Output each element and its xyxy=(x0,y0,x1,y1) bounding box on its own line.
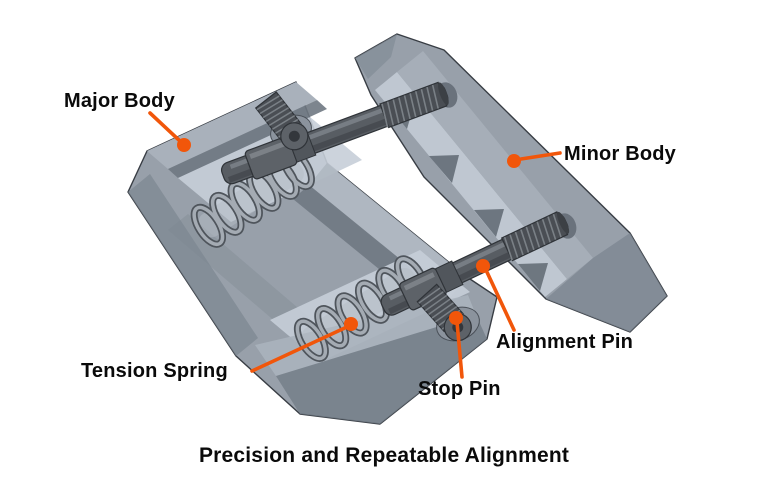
callout-leaders xyxy=(148,111,562,379)
callout-dot-tension-spring xyxy=(344,317,358,331)
leader-line-tension-spring xyxy=(250,324,351,373)
label-alignment-pin: Alignment Pin xyxy=(496,331,634,353)
callout-dots xyxy=(177,138,521,331)
alignment-pin-lower-shape xyxy=(380,211,570,316)
callout-dot-alignment-pin xyxy=(476,259,490,273)
leader-line-alignment-pin xyxy=(484,268,516,332)
callout-dot-stop-pin xyxy=(449,311,463,325)
figure-caption: Precision and Repeatable Alignment xyxy=(198,444,570,467)
label-major-body: Major Body xyxy=(64,90,175,112)
label-tension-spring: Tension Spring xyxy=(81,360,228,382)
leader-line-minor-body xyxy=(519,151,562,161)
leader-line-major-body xyxy=(148,111,183,144)
callout-dot-major-body xyxy=(177,138,191,152)
stop-pin-upper-shape xyxy=(254,91,309,151)
alignment-pin-upper-shape xyxy=(220,81,449,185)
label-stop-pin: Stop Pin xyxy=(418,378,501,400)
leader-line-stop-pin xyxy=(455,320,464,379)
callout-dot-minor-body xyxy=(507,154,521,168)
label-minor-body: Minor Body xyxy=(564,143,676,165)
